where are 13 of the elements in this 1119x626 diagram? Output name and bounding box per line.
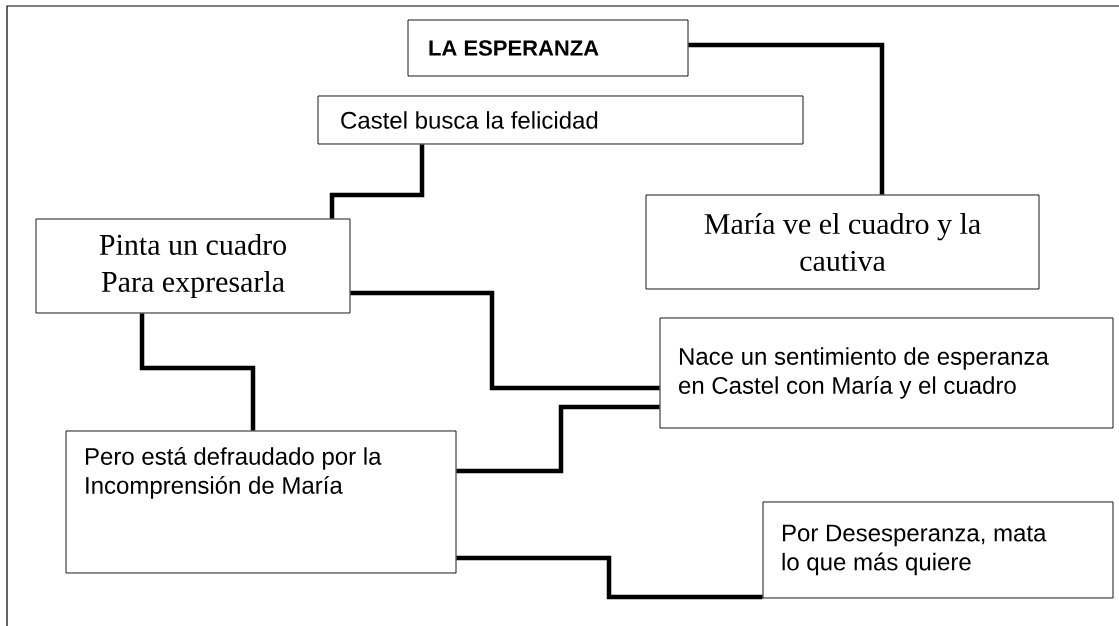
text-box: LA ESPERANZA	[407, 19, 689, 77]
connector-line	[350, 290, 660, 391]
text-box: Nace un sentimiento de esperanza en Castel con María y el cuadro	[659, 317, 1114, 429]
text-box: Pinta un cuadro Para expresarla	[35, 218, 351, 314]
connector-line	[139, 313, 256, 431]
connector-line	[329, 144, 425, 219]
connector-line	[456, 404, 660, 474]
connector-line	[688, 42, 885, 195]
connector-line	[456, 555, 763, 600]
text-box: Pero está defraudado por la Incomprensión de María	[65, 430, 457, 574]
text-box: Por Desesperanza, mata lo que más quiere	[762, 501, 1114, 599]
text-box: María ve el cuadro y la cautiva	[645, 194, 1040, 290]
text-box: Castel busca la felicidad	[317, 95, 804, 145]
